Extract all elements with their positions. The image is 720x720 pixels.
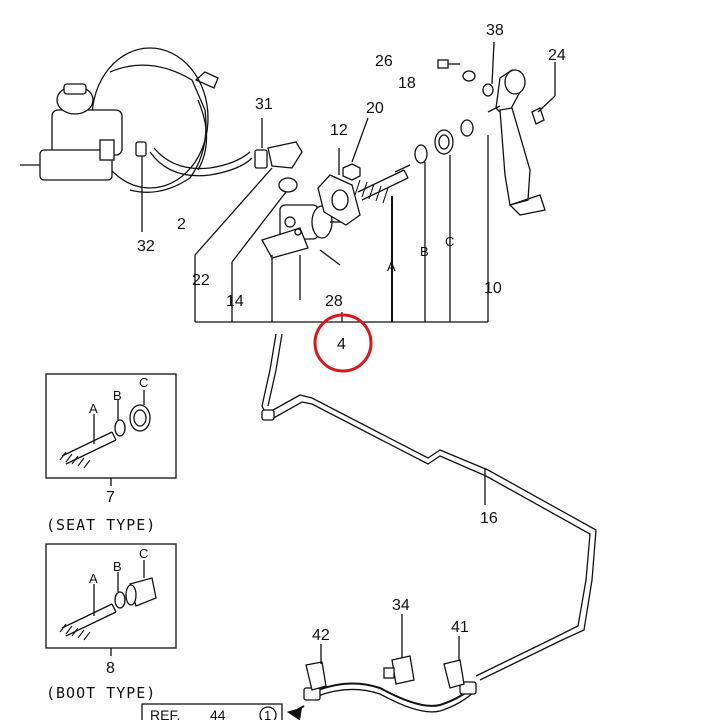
clutch-pedal bbox=[487, 69, 546, 216]
bracket-clip-left bbox=[305, 661, 327, 691]
clutch-master-cylinder bbox=[261, 204, 342, 259]
label-c: C bbox=[445, 234, 454, 249]
boot-type-caption: (BOOT TYPE) bbox=[46, 684, 156, 702]
bracket-clip-right bbox=[443, 659, 465, 689]
label-42[interactable]: 42 bbox=[312, 627, 330, 644]
grommet-part bbox=[278, 177, 298, 193]
nut-part bbox=[342, 163, 361, 181]
label-10[interactable]: 10 bbox=[484, 280, 502, 297]
part-labels: 38 26 18 24 31 20 12 32 2 22 14 28 10 4 … bbox=[106, 22, 566, 677]
ref-number: 44 bbox=[210, 707, 226, 720]
label-2[interactable]: 2 bbox=[177, 216, 186, 233]
hose-bracket bbox=[383, 655, 415, 685]
clip-part bbox=[414, 144, 428, 164]
seat-type-inset: A B C bbox=[45, 373, 177, 479]
label-20[interactable]: 20 bbox=[366, 100, 384, 117]
seat-label-a: A bbox=[89, 401, 98, 416]
seat-label-b: B bbox=[113, 388, 122, 403]
label-38[interactable]: 38 bbox=[486, 22, 504, 39]
label-12[interactable]: 12 bbox=[330, 122, 348, 139]
bushing-part bbox=[460, 119, 474, 137]
ref-prefix: REF. bbox=[150, 707, 180, 720]
master-cylinder bbox=[20, 83, 123, 181]
label-8[interactable]: 8 bbox=[106, 660, 115, 677]
label-14[interactable]: 14 bbox=[226, 293, 244, 310]
label-41[interactable]: 41 bbox=[451, 619, 469, 636]
label-4[interactable]: 4 bbox=[337, 336, 346, 353]
boot-label-b: B bbox=[113, 559, 122, 574]
bolt-part bbox=[437, 59, 460, 69]
spring-clip-part bbox=[531, 107, 545, 125]
check-valve-part bbox=[254, 141, 303, 169]
label-32[interactable]: 32 bbox=[137, 238, 155, 255]
vacuum-hose bbox=[149, 151, 253, 177]
label-22[interactable]: 22 bbox=[192, 272, 210, 289]
boot-label-c: C bbox=[139, 546, 148, 561]
clutch-pipe bbox=[261, 333, 597, 681]
label-7[interactable]: 7 bbox=[106, 489, 115, 506]
seat-type-caption: (SEAT TYPE) bbox=[46, 516, 156, 534]
pin-part bbox=[319, 249, 341, 266]
clamp-part bbox=[135, 141, 147, 157]
washer-part bbox=[482, 83, 494, 97]
label-28[interactable]: 28 bbox=[325, 293, 343, 310]
label-16[interactable]: 16 bbox=[480, 510, 498, 527]
label-26[interactable]: 26 bbox=[375, 53, 393, 70]
label-24[interactable]: 24 bbox=[548, 47, 566, 64]
bushing-small-part bbox=[462, 70, 476, 82]
bracket-lines bbox=[194, 135, 489, 323]
gasket-part bbox=[317, 174, 361, 226]
reference-label[interactable]: REF. 44 1 bbox=[141, 703, 305, 720]
label-a: A bbox=[387, 259, 396, 274]
push-rod-part bbox=[354, 164, 411, 204]
label-b: B bbox=[420, 244, 429, 259]
highlight-circle bbox=[313, 313, 373, 373]
label-18[interactable]: 18 bbox=[398, 75, 416, 92]
boot-label-a: A bbox=[89, 571, 98, 586]
boot-type-inset: A B C bbox=[45, 543, 177, 649]
ring-part bbox=[434, 129, 454, 155]
label-31[interactable]: 31 bbox=[255, 96, 273, 113]
label-34[interactable]: 34 bbox=[392, 597, 410, 614]
ref-sub: 1 bbox=[264, 708, 271, 720]
seat-label-c: C bbox=[139, 375, 148, 390]
clutch-hose bbox=[303, 681, 477, 713]
